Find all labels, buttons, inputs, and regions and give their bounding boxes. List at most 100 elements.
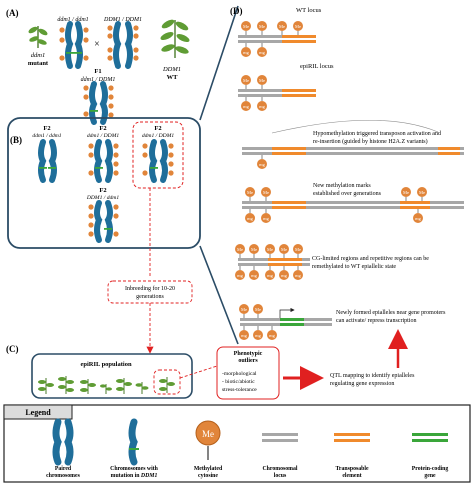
cross-symbol: ×: [94, 39, 100, 50]
f1-genotype: ddm1 / DDM1: [81, 77, 116, 83]
legend-gene-line-1: Protein-coding: [412, 466, 449, 472]
methyl-mark: Me: [249, 244, 259, 258]
f1-chromosomes: [83, 81, 114, 125]
methyl-mark: mg: [249, 266, 259, 280]
svg-text:mg: mg: [263, 216, 270, 221]
svg-text:Me: Me: [403, 190, 409, 195]
inbreeding-box: [107, 280, 193, 304]
svg-text:Me: Me: [419, 190, 425, 195]
svg-text:mg: mg: [295, 273, 302, 278]
svg-text:Me: Me: [247, 190, 253, 195]
svg-text:Me: Me: [263, 190, 269, 195]
outliers-title-2: outliers: [238, 358, 258, 364]
svg-text:mg: mg: [237, 273, 244, 278]
outlier-link: [179, 365, 218, 379]
panel-b-label: (B): [10, 135, 22, 145]
svg-text:Me: Me: [279, 24, 285, 29]
mutant-label: mutant: [28, 60, 49, 67]
step-remethylation-line-1: CG-limited regions and repetitive region…: [312, 256, 429, 262]
legend-transposon-line-1: Transposable: [335, 466, 368, 472]
cross-genotype-1: ddm1 / ddm1: [57, 17, 88, 23]
svg-text:Me: Me: [259, 24, 265, 29]
f2-col1-genotype: ddm1 / ddm1: [32, 133, 61, 139]
methyl-mark: Me: [239, 304, 249, 318]
legend-transposon-icon: [334, 433, 370, 442]
remethylation-locus: [238, 258, 310, 266]
f2-col2-chromosomes: [88, 139, 119, 183]
methyl-mark: Me: [417, 187, 427, 201]
legend-gene-line-2: gene: [424, 473, 436, 479]
selected-f2-highlight: [132, 121, 184, 189]
methyl-mark: mg: [241, 97, 251, 111]
methyl-mark: Me: [235, 244, 245, 258]
svg-text:Me: Me: [295, 24, 301, 29]
promoter-arrow-icon: [279, 307, 295, 318]
parent-mutant-chromosomes: [65, 21, 83, 69]
methyl-mark: Me: [265, 244, 275, 258]
svg-text:mg: mg: [247, 216, 254, 221]
methyl-mark: mg: [261, 209, 271, 223]
legend-paired-line-2: chromosomes: [46, 473, 80, 479]
step-hypomethylation-line-2: re-insertion (guided by histone H2A.Z va…: [313, 138, 428, 145]
f2-label-col2: F2: [99, 125, 106, 132]
qtl-line-1: QTL mapping to identify epialleles: [330, 372, 415, 379]
methyl-mark: Me: [241, 21, 251, 35]
methyl-mark: Me: [261, 187, 271, 201]
outliers-item-3: stress-tolerance: [222, 387, 257, 393]
svg-text:mg: mg: [259, 104, 266, 109]
methyl-mark: mg: [257, 97, 267, 111]
panel-c-label: (C): [6, 344, 19, 354]
svg-text:Me: Me: [259, 78, 265, 83]
f2-label-col1: F2: [43, 125, 50, 132]
svg-text:mg: mg: [243, 50, 250, 55]
f2-col2-genotype: ddm1 / DDM1: [87, 133, 120, 139]
wt-plant-icon: [160, 19, 190, 58]
svg-text:Me: Me: [243, 78, 249, 83]
svg-text:mg: mg: [255, 333, 262, 338]
f2-label-bottom: F2: [99, 187, 106, 194]
methyl-mark: Me: [293, 21, 303, 35]
outliers-item-2: - biotic/abiotic: [222, 379, 255, 385]
methyl-mark: Me: [279, 244, 289, 258]
svg-text:Me: Me: [202, 429, 214, 439]
legend-mutant-line-1: Chromosomes with: [110, 466, 158, 472]
legend-paired-chromosome-icon: [52, 418, 74, 466]
methyl-mark: Me: [257, 21, 267, 35]
wt-locus: [238, 35, 316, 43]
svg-text:Me: Me: [295, 247, 301, 252]
cross-genotype-2: DDM1 / DDM1: [103, 17, 142, 23]
methyl-mark: mg: [253, 326, 263, 340]
methyl-mark: Me: [253, 304, 263, 318]
hypomethylation-locus: [242, 147, 464, 155]
reinsertion-arc: [271, 119, 439, 134]
wt-label: WT: [167, 74, 179, 81]
legend-box: [3, 404, 471, 483]
methyl-mark: mg: [293, 266, 303, 280]
svg-text:mg: mg: [259, 50, 266, 55]
svg-text:mg: mg: [251, 273, 258, 278]
inbreeding-line-2: generations: [136, 294, 164, 300]
outlier-plant-icon: [159, 377, 175, 393]
mutant-plant-icon: [28, 26, 48, 48]
svg-text:mg: mg: [281, 273, 288, 278]
qtl-line-2: regulating gene expression: [330, 381, 394, 387]
epiril-locus: [238, 89, 316, 97]
f2-col1-chromosomes: [38, 139, 57, 183]
svg-text:mg: mg: [241, 333, 248, 338]
legend-transposon-line-2: element: [342, 473, 361, 479]
parent-mutant-methyl-marks: [59, 27, 89, 61]
legend-mutant-chromosome-icon: [128, 418, 139, 466]
legend-locus-line-2: locus: [274, 473, 287, 479]
f2-col3-genotype: ddm1 / DDM1: [142, 133, 175, 139]
methyl-mark: mg: [279, 266, 289, 280]
methyl-mark: mg: [257, 43, 267, 57]
epiril-plants-icon: [38, 376, 149, 394]
svg-text:mg: mg: [259, 162, 266, 167]
svg-text:Me: Me: [267, 247, 273, 252]
panel-a-label: (A): [6, 8, 19, 18]
svg-text:mg: mg: [415, 216, 422, 221]
methyl-mark: mg: [267, 326, 277, 340]
legend-locus-icon: [262, 433, 298, 442]
step-remethylation-line-2: remethylated to WT epiallelic state: [312, 264, 396, 270]
